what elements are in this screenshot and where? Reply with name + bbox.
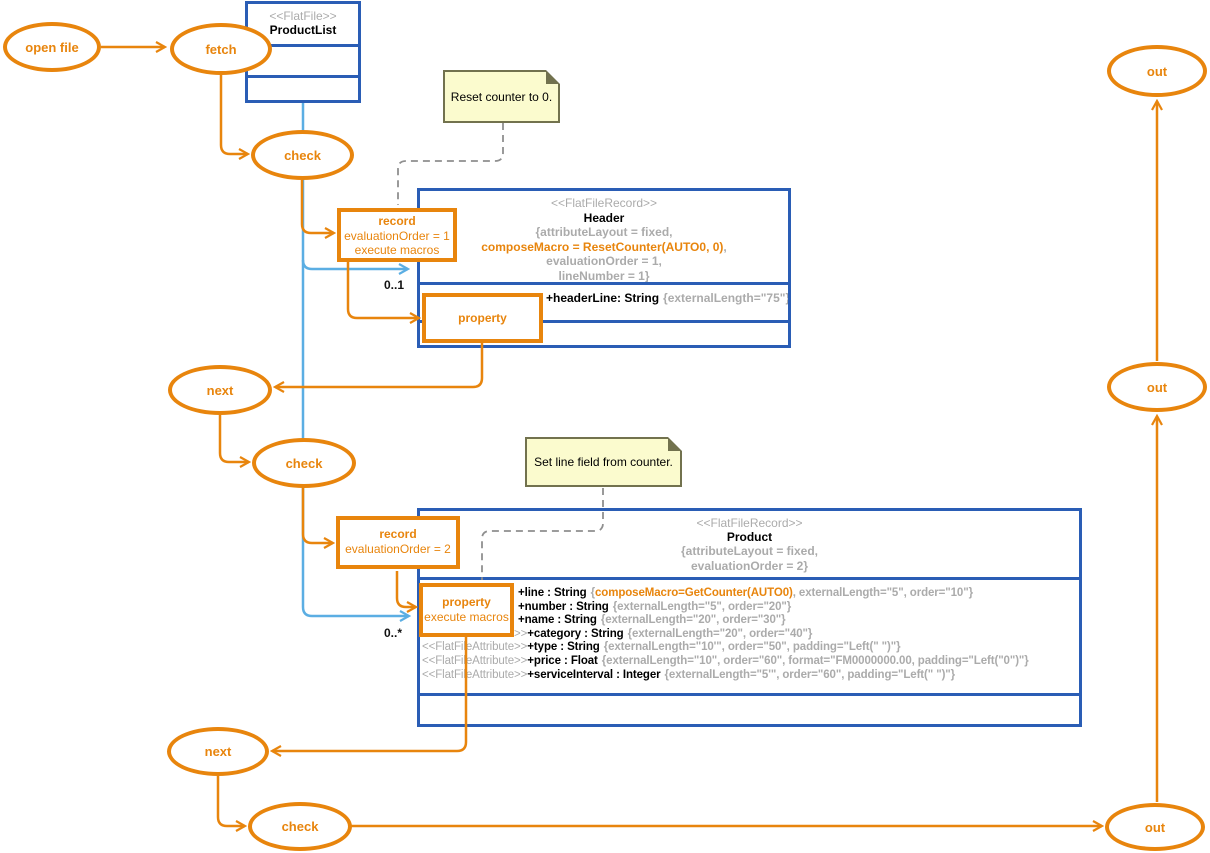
flow-next1-to-check2[interactable] <box>218 415 249 462</box>
product-attribute-compartment: +line : String{composeMacro=GetCounter(A… <box>420 577 1079 693</box>
productlist-name: ProductList <box>269 23 337 37</box>
header-compose-macro-line: composeMacro = ResetCounter(AUTO0, 0), <box>481 239 727 254</box>
node-out-2[interactable]: out <box>1107 362 1207 412</box>
action-record-2-title: record <box>379 527 417 541</box>
flow-next2-to-check3[interactable] <box>216 776 245 826</box>
node-open-file-label: open file <box>25 39 79 55</box>
node-out-3-label: out <box>1144 819 1166 835</box>
action-record-1-line2: execute macros <box>354 243 440 257</box>
header-constraint-2: evaluationOrder = 1, <box>546 254 662 268</box>
action-property-1-title: property <box>458 310 507 325</box>
note-set-line-field[interactable]: Set line field from counter. <box>525 437 682 487</box>
product-stereotype: <<FlatFileRecord>> <box>696 516 803 530</box>
note-reset-counter-text: Reset counter to 0. <box>450 89 553 104</box>
flow-record2-to-property2[interactable] <box>395 571 416 607</box>
node-next-1[interactable]: next <box>168 365 272 415</box>
header-name: Header <box>583 210 625 225</box>
productlist-stereotype: <<FlatFile>> <box>269 9 337 23</box>
action-property-2[interactable]: property execute macros <box>419 583 514 637</box>
node-next-2-label: next <box>204 744 232 759</box>
header-constraint-1: {attributeLayout = fixed, <box>535 225 673 239</box>
attribute-row: +line : String{composeMacro=GetCounter(A… <box>518 587 973 599</box>
node-check-3-label: check <box>281 819 319 834</box>
node-fetch-label: fetch <box>205 41 237 57</box>
product-name: Product <box>726 530 773 545</box>
action-record-1[interactable]: record evaluationOrder = 1 execute macro… <box>337 208 457 262</box>
attribute-row: +name : String{externalLength="20", orde… <box>518 614 786 627</box>
header-title-compartment: <<FlatFileRecord>> Header {attributeLayo… <box>420 191 788 282</box>
header-operation-compartment <box>420 320 788 345</box>
flow-check2-to-record2[interactable] <box>301 488 333 543</box>
node-out-3[interactable]: out <box>1105 803 1205 851</box>
node-open-file[interactable]: open file <box>3 22 101 72</box>
productlist-operation-compartment <box>248 75 358 100</box>
action-property-1[interactable]: property <box>422 293 543 343</box>
header-constraint-3: lineNumber = 1} <box>558 268 650 283</box>
productlist-attribute-compartment <box>248 44 358 75</box>
node-check-1[interactable]: check <box>251 130 354 180</box>
flow-check1-to-record1[interactable] <box>300 180 334 233</box>
productlist-title-compartment: <<FlatFile>> ProductList <box>248 4 358 44</box>
header-stereotype: <<FlatFileRecord>> <box>550 196 658 210</box>
node-out-1-label: out <box>1146 63 1168 79</box>
node-next-2[interactable]: next <box>167 727 269 776</box>
header-attribute-constraint: {externalLength="75"} <box>663 291 788 305</box>
attribute-row: <<FlatFileAttribute>>+price : Float{exte… <box>422 654 1029 667</box>
multiplicity-product: 0..* <box>384 626 403 640</box>
product-operation-compartment <box>420 693 1079 724</box>
product-constraint-1: {attributeLayout = fixed, <box>680 544 819 559</box>
node-check-2[interactable]: check <box>252 438 356 488</box>
product-constraint-2: evaluationOrder = 2} <box>690 558 809 573</box>
action-property-2-title: property <box>442 595 491 609</box>
multiplicity-header: 0..1 <box>384 278 405 292</box>
header-attribute-name: +headerLine: String <box>546 291 660 305</box>
action-record-2[interactable]: record evaluationOrder = 2 <box>336 516 460 569</box>
class-box-product[interactable]: <<FlatFileRecord>> Product {attributeLay… <box>417 508 1082 727</box>
action-property-2-line1: execute macros <box>424 609 509 624</box>
node-out-2-label: out <box>1146 379 1168 395</box>
note-reset-counter[interactable]: Reset counter to 0. <box>443 70 560 123</box>
action-record-1-line1: evaluationOrder = 1 <box>344 228 450 243</box>
product-title-compartment: <<FlatFileRecord>> Product {attributeLay… <box>420 511 1079 577</box>
node-next-1-label: next <box>206 382 234 398</box>
attribute-row: <<FlatFileAttribute>>+serviceInterval : … <box>422 668 956 681</box>
action-record-2-line1: evaluationOrder = 2 <box>345 541 451 556</box>
attribute-row: +number : String{externalLength="5", ord… <box>518 600 792 613</box>
node-check-1-label: check <box>284 147 321 163</box>
attribute-row: <<FlatFileAttribute>>+category : String{… <box>422 627 813 640</box>
node-check-2-label: check <box>285 455 323 471</box>
node-out-1[interactable]: out <box>1107 45 1207 97</box>
node-check-3[interactable]: check <box>248 802 352 851</box>
flow-fetch-to-check1[interactable] <box>219 75 248 154</box>
attribute-row: <<FlatFileAttribute>>+type : String{exte… <box>422 641 901 654</box>
header-attribute-compartment: +headerLine: String{externalLength="75"} <box>420 282 788 320</box>
flow-property1-to-next1[interactable] <box>275 343 484 387</box>
action-record-1-title: record <box>378 214 416 228</box>
node-fetch[interactable]: fetch <box>170 23 272 75</box>
note-set-line-field-text: Set line field from counter. <box>534 455 673 469</box>
